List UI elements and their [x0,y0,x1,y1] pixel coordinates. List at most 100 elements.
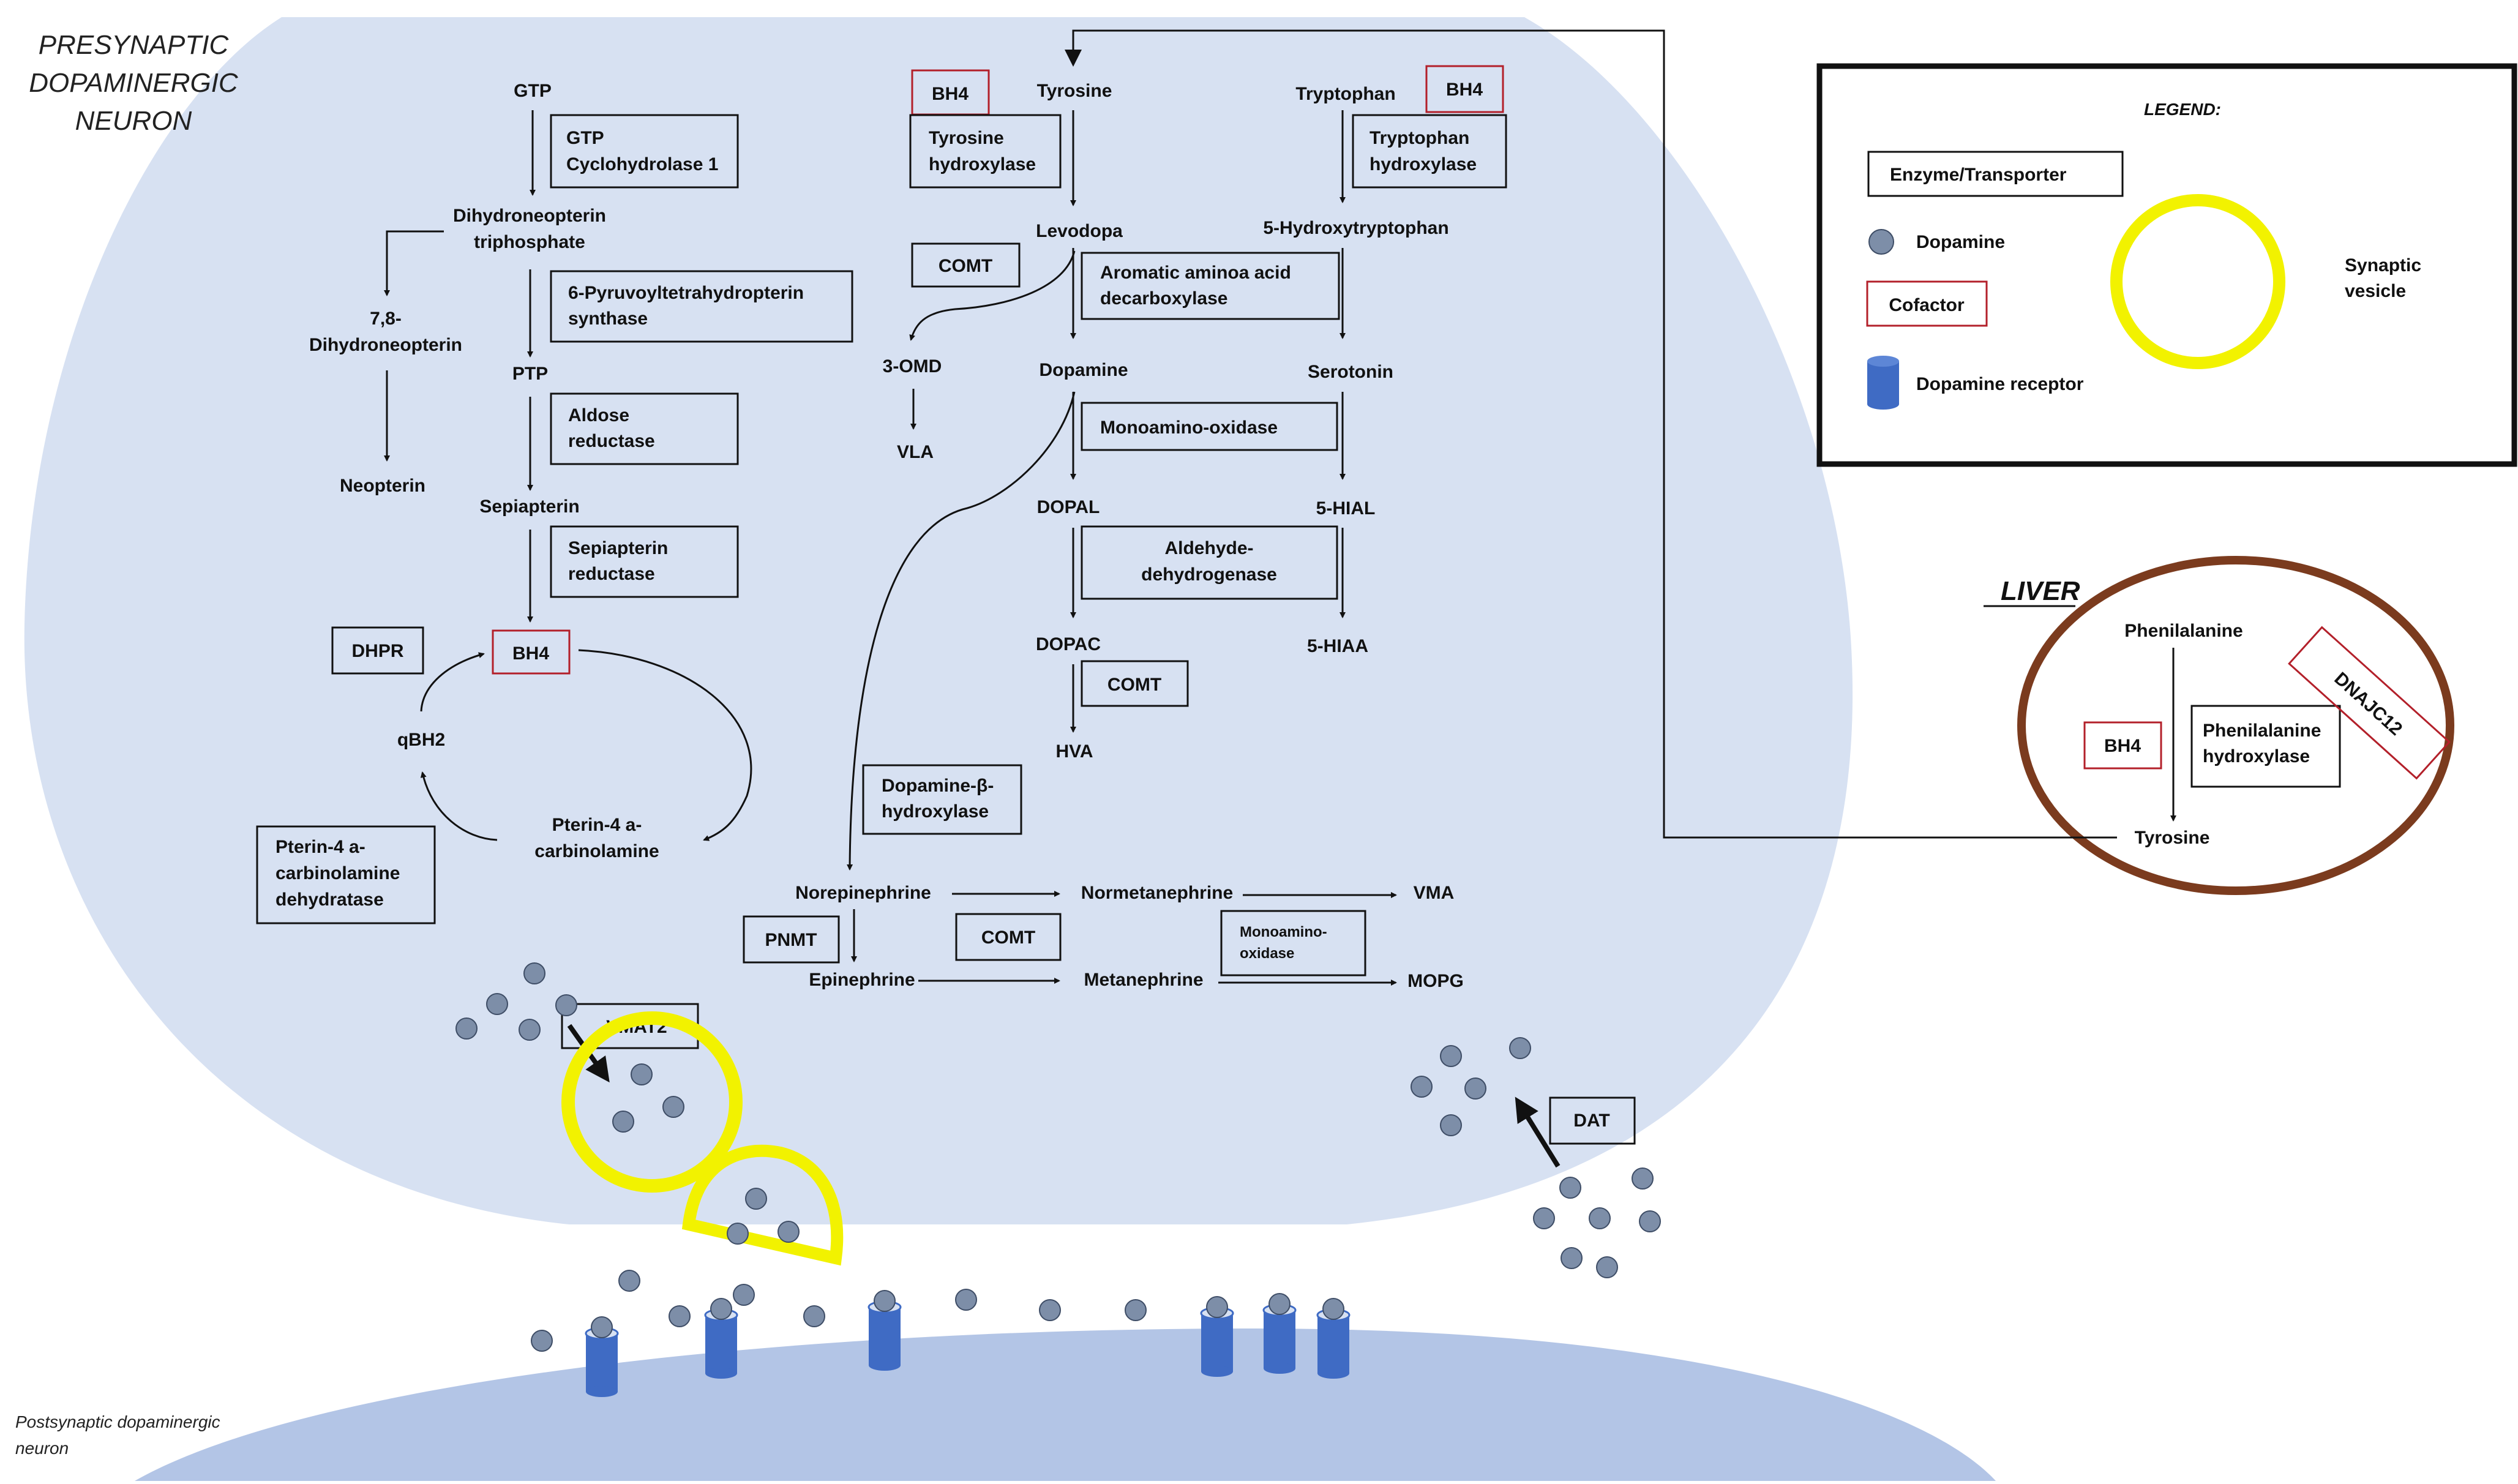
enzyme-aldh-line2: dehydrogenase [1141,564,1277,585]
legend-enzyme-label: Enzyme/Transporter [1890,165,2067,185]
dopamine-receptor [1316,1298,1351,1379]
postsynaptic-neuron-body [135,1328,1996,1481]
enzyme-comt-1-box [911,242,1021,288]
enzyme-aldh-line1: Aldehyde- [1164,538,1253,558]
enzyme-mao-2-box [1220,910,1366,976]
enzyme-ptps-line2: synthase [568,309,648,329]
label-sepiapterin: Sepiapterin [479,497,579,517]
enzyme-tph-line1: Tryptophan [1370,128,1469,148]
legend-enzyme-box [1867,151,2124,197]
presynaptic-title-2: DOPAMINERGIC [29,68,239,98]
liver-title: LIVER [2001,576,2080,606]
presynaptic-title-1: PRESYNAPTIC [39,30,230,60]
enzyme-comt-1-label: COMT [939,256,992,276]
label-neopterin: Neopterin [340,476,425,496]
enzyme-sepiapterin-reductase-box [550,525,739,598]
legend-receptor-label: Dopamine receptor [1916,374,2084,394]
enzyme-aadc-line2: decarboxylase [1100,288,1227,309]
label-5-hial: 5-HIAL [1316,498,1376,519]
cofactor-bh4-tph-box [1425,65,1504,113]
enzyme-mao-2-line2: oxidase [1240,945,1294,962]
label-hva: HVA [1055,741,1093,762]
legend-vesicle-line1: Synaptic [2345,255,2421,275]
enzyme-th-line1: Tyrosine [929,128,1004,148]
enzyme-ptps-box [550,270,853,343]
enzyme-pcd-line3: dehydratase [275,890,384,910]
liver-bh4-label: BH4 [2104,736,2141,756]
label-qbh2: qBH2 [397,730,445,750]
liver-pah-line2: hydroxylase [2203,746,2310,766]
enzyme-pnmt-label: PNMT [765,930,817,950]
label-pterin-carbinolamine-2: carbinolamine [534,841,659,861]
enzyme-dhpr-box [331,626,424,675]
enzyme-aadc-line1: Aromatic aminoa acid [1100,263,1291,283]
enzyme-pcd-box [256,825,436,924]
enzyme-comt-3-label: COMT [981,928,1035,948]
label-pterin-carbinolamine-1: Pterin-4 a- [552,815,642,835]
enzyme-ar-line2: reductase [568,431,655,451]
fusing-vesicle [681,1144,844,1266]
label-norepinephrine: Norepinephrine [795,883,931,903]
label-mopg: MOPG [1407,971,1464,991]
legend-dopamine-label: Dopamine [1916,232,2005,252]
label-dhn-1: 7,8- [370,309,402,329]
enzyme-th-line2: hydroxylase [929,154,1036,174]
label-vla: VLA [897,442,934,462]
enzyme-th-box [909,114,1062,189]
legend-cofactor-box [1866,280,1988,327]
label-epinephrine: Epinephrine [809,970,915,990]
enzyme-comt-2-box [1081,660,1189,707]
label-5-hiaa: 5-HIAA [1307,636,1368,656]
legend-dopamine-symbol [1868,229,1894,255]
legend-cofactor-label: Cofactor [1889,295,1965,315]
postsynaptic-title-1: Postsynaptic dopaminergic [15,1412,220,1431]
enzyme-dbh-line2: hydroxylase [882,801,989,822]
label-dntp-2: triphosphate [474,232,585,252]
dopamine-receptor [867,1290,902,1371]
transporter-dat-box [1549,1096,1636,1145]
enzyme-aldose-reductase-box [550,392,739,465]
transporter-dat-label: DAT [1573,1111,1609,1131]
enzyme-ptps-line1: 6-Pyruvoyltetrahydropterin [568,283,804,303]
enzyme-pcd-line1: Pterin-4 a- [275,837,365,857]
legend-vesicle-symbol [2110,194,2285,369]
cofactor-bh4-box [492,629,571,675]
label-tyrosine: Tyrosine [1037,81,1112,101]
enzyme-aldh-box [1081,525,1338,600]
liver-bh4-box [2083,721,2162,770]
dopamine-receptors [585,1290,1351,1397]
enzyme-dbh-box [862,764,1022,835]
enzyme-tph-box [1352,114,1507,189]
enzyme-mao-2-line1: Monoamino- [1240,924,1327,940]
enzyme-dhpr-label: DHPR [351,641,403,661]
presynaptic-neuron-body [24,17,1853,1224]
legend-title: LEGEND: [2144,100,2221,119]
enzyme-sr-line1: Sepiapterin [568,538,668,558]
liver-label-phenylalanine: Phenilalanine [2124,621,2243,641]
liver-pah-box [2190,705,2341,788]
label-ptp: PTP [512,364,548,384]
enzyme-dbh-line1: Dopamine-β- [882,776,994,796]
legend-receptor-symbol [1867,356,1899,410]
dopamine-receptor [585,1316,619,1397]
label-levodopa: Levodopa [1036,221,1123,241]
label-3-omd: 3-OMD [883,356,942,377]
enzyme-sr-line2: reductase [568,564,655,584]
cofactor-bh4-label: BH4 [512,643,549,664]
label-vma: VMA [1414,883,1455,903]
legend-frame [1816,63,2517,467]
enzyme-aadc-box [1081,252,1340,320]
label-metanephrine: Metanephrine [1084,970,1203,990]
legend-vesicle-line2: vesicle [2345,281,2406,301]
enzyme-gch1-box [550,114,739,189]
label-tryptophan: Tryptophan [1295,84,1395,104]
enzyme-comt-3-box [955,913,1062,961]
label-dntp-1: Dihydroneopterin [453,206,606,226]
dopamine-receptor [1200,1296,1234,1377]
label-5-hydroxytryptophan: 5-Hydroxytryptophan [1263,218,1448,238]
enzyme-ar-line1: Aldose [568,405,629,425]
liver-dnajc12-label: DNAJC12 [2330,669,2406,740]
enzyme-mao-1-box [1081,402,1338,451]
